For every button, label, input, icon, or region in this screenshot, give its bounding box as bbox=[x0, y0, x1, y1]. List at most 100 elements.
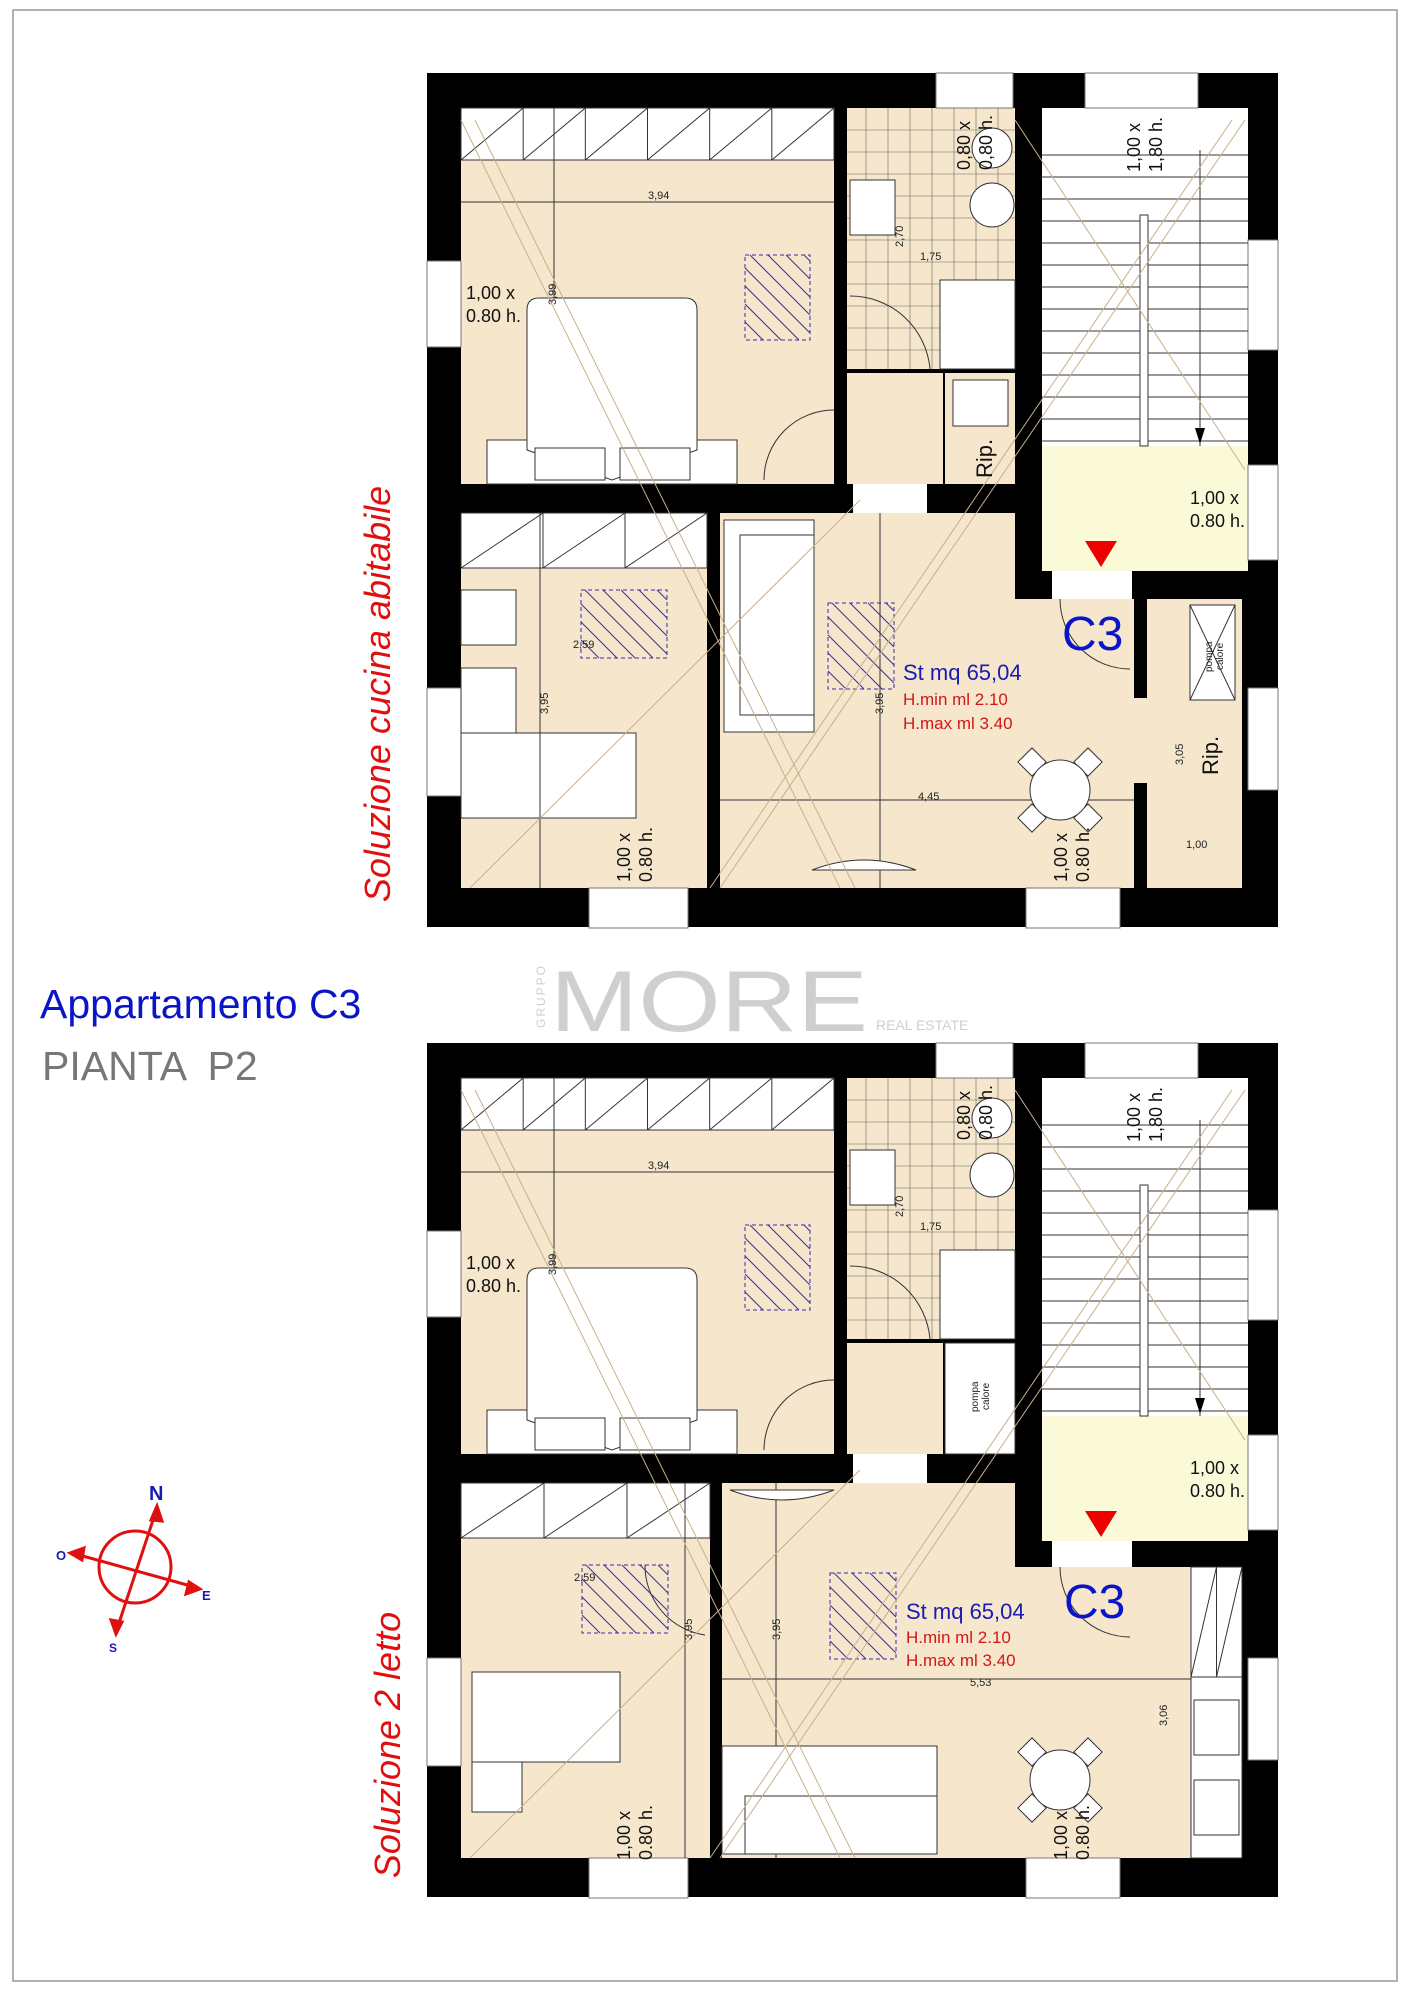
compass-rose bbox=[66, 1501, 204, 1638]
wardrobe-diagonal bbox=[460, 1482, 545, 1539]
compass-circle bbox=[97, 1529, 173, 1605]
hatch-line bbox=[767, 254, 811, 298]
window bbox=[1247, 1209, 1279, 1321]
wardrobe-diagonal bbox=[647, 1077, 710, 1131]
guide-line bbox=[474, 1089, 856, 1859]
hatched-area bbox=[744, 1224, 811, 1311]
window-label: 0,80 h. bbox=[976, 1085, 996, 1140]
window bbox=[1025, 1857, 1121, 1899]
hatch-line bbox=[581, 1596, 619, 1634]
doorway bbox=[853, 1454, 927, 1483]
window-label: 1,00 x bbox=[1190, 1458, 1239, 1478]
window-label: 0,80 x bbox=[954, 1091, 974, 1140]
window bbox=[588, 1857, 689, 1899]
solution-title: Soluzione cucina abitabile bbox=[357, 486, 398, 902]
window-label: 1,00 x bbox=[1124, 123, 1144, 172]
window-label: 1,00 x bbox=[1124, 1093, 1144, 1142]
hatch-line bbox=[887, 1572, 897, 1582]
guide-line bbox=[719, 1089, 1246, 1859]
hatch-line bbox=[767, 1224, 811, 1268]
entrance-marker-icon bbox=[1085, 1511, 1117, 1537]
direction-arrow-icon bbox=[1195, 1398, 1205, 1414]
wardrobe-diagonal bbox=[1216, 1566, 1243, 1678]
window-label: 0.80 h. bbox=[1073, 827, 1093, 882]
hatch-line bbox=[829, 1604, 885, 1660]
radiator bbox=[729, 1489, 835, 1501]
cooktop bbox=[1193, 1699, 1240, 1756]
bidet bbox=[969, 1152, 1015, 1198]
hallway-floor bbox=[847, 1343, 943, 1454]
dimension-label: 3,99 bbox=[547, 1254, 559, 1275]
hatch-line bbox=[744, 1273, 782, 1311]
company-logo: GRUPPO MORE REAL ESTATE bbox=[534, 954, 968, 1050]
hatch-line bbox=[744, 303, 782, 341]
window bbox=[1247, 239, 1279, 351]
floor-plan-cucina-abitabile bbox=[426, 72, 1279, 929]
sink bbox=[849, 1149, 896, 1206]
double-bed bbox=[526, 297, 698, 481]
wardrobe-diagonal bbox=[542, 512, 626, 569]
hatch-line bbox=[638, 589, 668, 619]
plan-labels-top: Soluzione cucina abitabile 3,94 3,99 1,0… bbox=[357, 115, 1245, 902]
dimension-label: 2,59 bbox=[573, 639, 594, 651]
sink bbox=[849, 179, 896, 236]
window bbox=[1025, 887, 1121, 929]
logo-brand: MORE bbox=[550, 954, 868, 1050]
dimension-label: 5,53 bbox=[970, 1677, 991, 1689]
window bbox=[426, 1657, 462, 1767]
direction-arrow-icon bbox=[1195, 428, 1205, 444]
hatch-line bbox=[580, 621, 618, 659]
window-label: 1,80 h. bbox=[1146, 1087, 1166, 1142]
window-label: 0.80 h. bbox=[1073, 1805, 1093, 1860]
window-label: 0.80 h. bbox=[466, 1276, 521, 1296]
wardrobe-diagonal bbox=[585, 1077, 648, 1131]
shower bbox=[939, 1249, 1016, 1340]
window bbox=[935, 72, 1014, 109]
wardrobe-diagonal bbox=[543, 1482, 628, 1539]
guide-line bbox=[719, 119, 1246, 889]
dimension-label: 1,75 bbox=[920, 251, 941, 263]
window bbox=[1084, 1042, 1199, 1079]
page-border bbox=[12, 9, 1398, 1982]
dimension-label: 1,75 bbox=[920, 1221, 941, 1233]
window bbox=[1247, 1657, 1279, 1761]
window bbox=[426, 1230, 462, 1318]
hatch-line bbox=[602, 589, 668, 655]
hatch-line bbox=[581, 1614, 601, 1634]
storage-label: Rip. bbox=[972, 439, 997, 478]
bidet bbox=[969, 182, 1015, 228]
wardrobe-diagonal bbox=[624, 512, 708, 569]
dimension-label: 3,94 bbox=[648, 1160, 669, 1172]
hatch-line bbox=[584, 589, 654, 659]
stair-landing bbox=[1042, 1416, 1248, 1541]
stair-landing bbox=[1042, 446, 1248, 571]
window bbox=[935, 1042, 1014, 1079]
guide-line bbox=[474, 119, 856, 889]
window-label: 1,00 x bbox=[466, 1253, 515, 1273]
wardrobe-diagonal bbox=[460, 107, 524, 161]
heat-pump-label: calore bbox=[981, 1382, 992, 1410]
apartment-title: Appartamento C3 bbox=[40, 981, 361, 1027]
dimension-label: 2,59 bbox=[574, 1572, 595, 1584]
plan-labels-bottom: Soluzione 2 letto 3,94 3,99 1,00 x 0.80 … bbox=[367, 1085, 1245, 1878]
hatch-line bbox=[827, 616, 895, 684]
hatch-line bbox=[803, 1224, 811, 1232]
hatched-area bbox=[829, 1572, 897, 1660]
hatched-area bbox=[827, 602, 895, 690]
heat-pump-cross bbox=[1189, 604, 1236, 701]
dimension-label: 3,95 bbox=[539, 693, 551, 714]
hatch-line bbox=[744, 267, 811, 334]
area-label: St mq 65,04 bbox=[903, 660, 1022, 685]
hatch-line bbox=[744, 1291, 764, 1311]
guide-line bbox=[460, 119, 841, 889]
logo-sub: REAL ESTATE bbox=[876, 1017, 968, 1033]
hatch-line bbox=[851, 1572, 897, 1618]
hatch-line bbox=[885, 602, 895, 612]
door-swing bbox=[1059, 598, 1131, 670]
entrance-door bbox=[1052, 571, 1132, 599]
nightstand bbox=[471, 1761, 523, 1813]
hatch-line bbox=[867, 602, 895, 630]
dimension-label: 3,94 bbox=[648, 190, 669, 202]
dimension-label: 3,95 bbox=[683, 1619, 695, 1640]
dimension-label: 4,45 bbox=[918, 791, 939, 803]
